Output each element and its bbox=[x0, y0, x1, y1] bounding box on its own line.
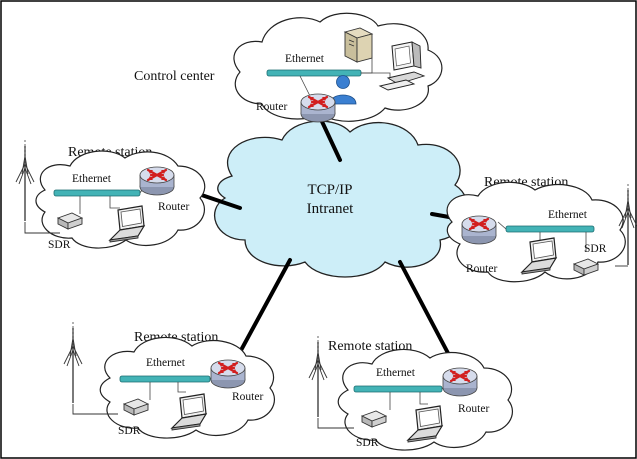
remote-station-bottom-left: Remote station Ethernet Router SDR bbox=[63, 321, 276, 439]
remote-station-bottom-right: Remote station Ethernet Router SDR bbox=[308, 335, 514, 451]
station-left-antenna-icon bbox=[15, 139, 35, 222]
control-center-ethernet-bar bbox=[266, 69, 362, 77]
intranet-label-line1: TCP/IP bbox=[307, 182, 352, 198]
station-bottom-right-router-icon bbox=[441, 366, 479, 398]
station-right-ethernet-label: Ethernet bbox=[548, 209, 588, 221]
station-bottom-right-sdr-label: SDR bbox=[356, 437, 379, 449]
station-bottom-left-ethernet-label: Ethernet bbox=[146, 357, 186, 369]
server-icon bbox=[343, 27, 374, 63]
link-station-bottom-left bbox=[231, 258, 292, 367]
desktop-computer-icon bbox=[378, 41, 426, 91]
control-center-ethernet-label: Ethernet bbox=[285, 53, 325, 65]
control-center-router-icon bbox=[299, 92, 337, 124]
control-center-title: Control center bbox=[134, 69, 215, 84]
remote-station-right: Remote station Ethernet Router SDR bbox=[446, 175, 637, 283]
station-right-ethernet-bar bbox=[505, 225, 595, 233]
station-right-sdr-label: SDR bbox=[584, 243, 607, 255]
station-bottom-right-title: Remote station bbox=[328, 339, 412, 354]
remote-station-left: Remote station Ethernet Router SDR bbox=[15, 139, 206, 251]
station-bottom-left-sdr-label: SDR bbox=[118, 425, 141, 437]
station-right-router-label: Router bbox=[466, 263, 497, 275]
station-bottom-right-ethernet-label: Ethernet bbox=[376, 367, 416, 379]
control-center-group: Control center Ethernet bbox=[134, 12, 443, 124]
station-right-router-icon bbox=[460, 214, 498, 246]
station-bottom-right-ethernet-bar bbox=[353, 385, 443, 393]
intranet-label-line2: Intranet bbox=[307, 201, 354, 217]
station-left-sdr-label: SDR bbox=[48, 239, 71, 251]
station-left-router-label: Router bbox=[158, 201, 189, 213]
station-left-ethernet-label: Ethernet bbox=[72, 173, 112, 185]
station-bottom-left-router-label: Router bbox=[232, 391, 263, 403]
control-center-cloud bbox=[233, 12, 443, 122]
control-center-router-label: Router bbox=[256, 101, 287, 113]
station-bottom-left-antenna-icon bbox=[63, 321, 83, 404]
station-bottom-left-ethernet-bar bbox=[119, 375, 211, 383]
station-left-router-icon bbox=[138, 165, 176, 197]
station-left-ethernet-bar bbox=[53, 189, 141, 197]
station-bottom-left-router-icon bbox=[209, 358, 247, 390]
station-bottom-right-antenna-icon bbox=[308, 335, 328, 418]
intranet-cloud bbox=[214, 120, 469, 278]
station-bottom-right-router-label: Router bbox=[458, 403, 489, 415]
